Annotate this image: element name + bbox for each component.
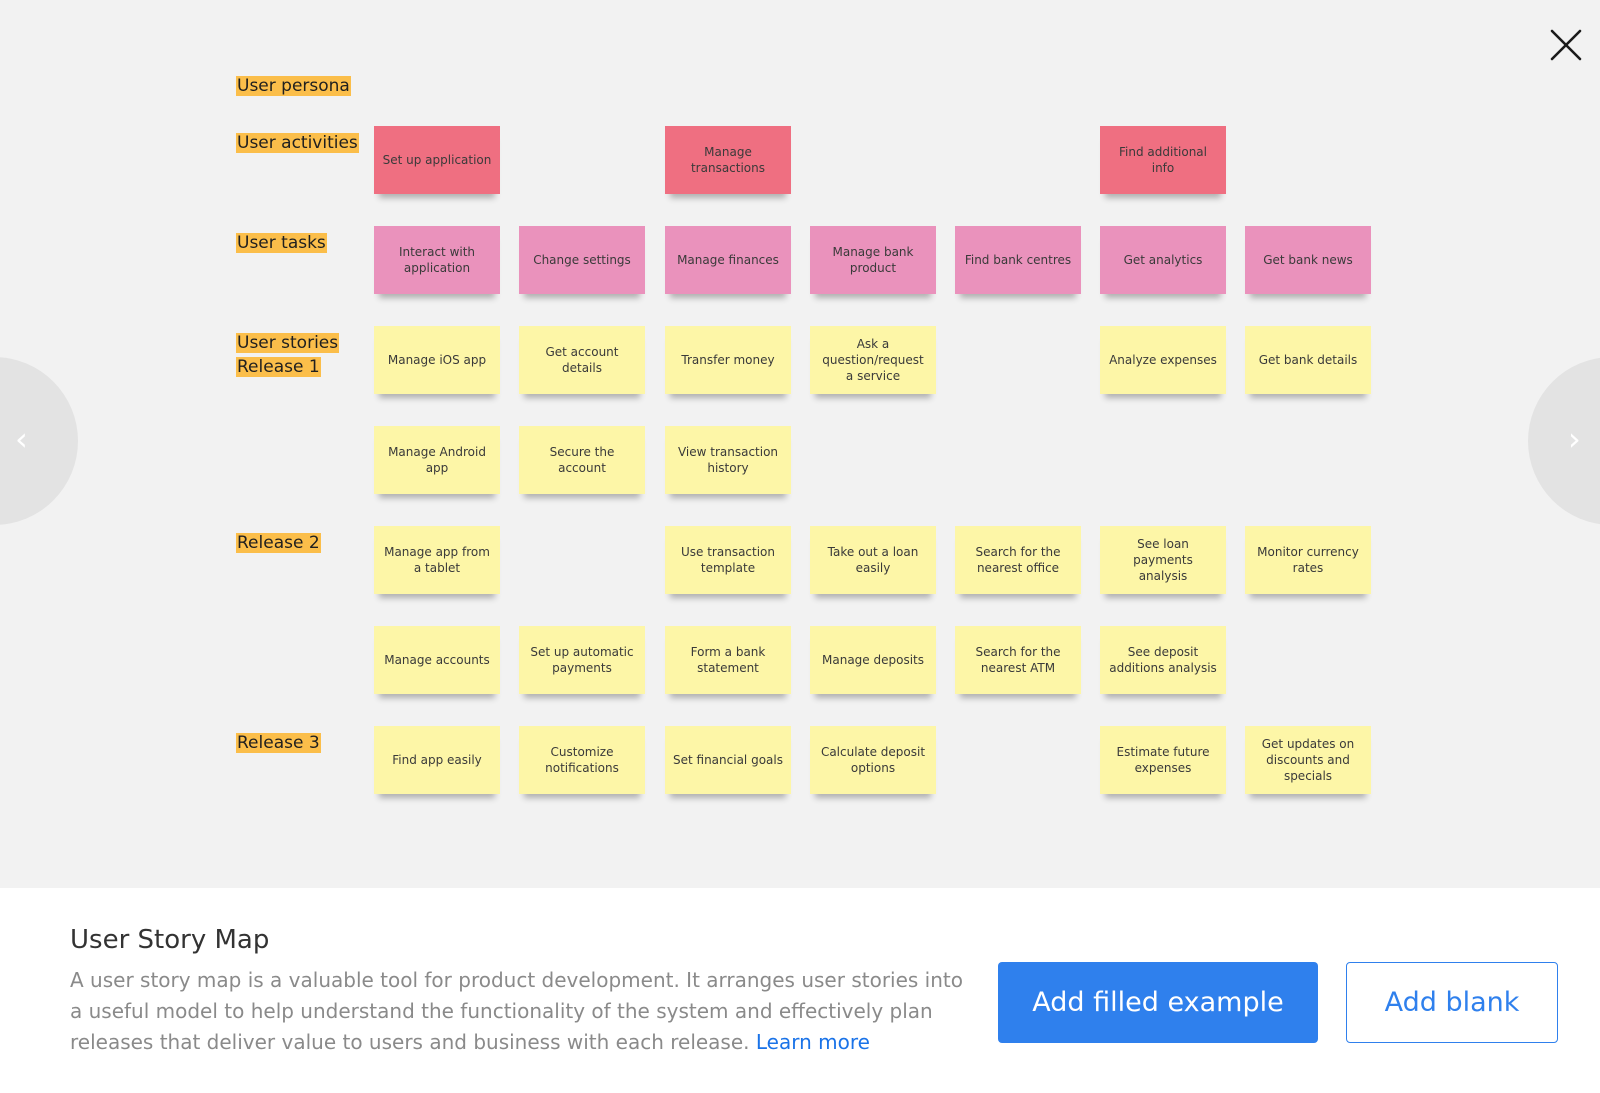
sticky-note-task: Interact with application — [374, 226, 500, 294]
sticky-note-story: Get account details — [519, 326, 645, 394]
sticky-note-activity: Set up application — [374, 126, 500, 194]
sticky-note-task: Manage finances — [665, 226, 791, 294]
template-description-text: A user story map is a valuable tool for … — [70, 968, 963, 1054]
label-user-stories: User stories — [236, 333, 340, 353]
sticky-note-task: Change settings — [519, 226, 645, 294]
sticky-note-task: Get bank news — [1245, 226, 1371, 294]
sticky-note-story: Manage iOS app — [374, 326, 500, 394]
sticky-note-story: Get bank details — [1245, 326, 1371, 394]
sticky-note-story: Take out a loan easily — [810, 526, 936, 594]
sticky-note-story: Calculate deposit options — [810, 726, 936, 794]
sticky-note-task: Find bank centres — [955, 226, 1081, 294]
sticky-note-story: Customize notifications — [519, 726, 645, 794]
sticky-note-story: Manage deposits — [810, 626, 936, 694]
sticky-note-story: Analyze expenses — [1100, 326, 1226, 394]
previous-template-button[interactable]: ‹ — [0, 357, 78, 525]
template-preview: ‹ › User persona User activities User ta… — [0, 0, 1600, 888]
sticky-note-activity: Find additional info — [1100, 126, 1226, 194]
sticky-note-story: Estimate future expenses — [1100, 726, 1226, 794]
add-filled-example-button[interactable]: Add filled example — [998, 962, 1318, 1043]
sticky-note-story: Get updates on discounts and specials — [1245, 726, 1371, 794]
sticky-note-story: See loan payments analysis — [1100, 526, 1226, 594]
close-button[interactable] — [1549, 28, 1583, 62]
learn-more-link[interactable]: Learn more — [755, 1030, 870, 1054]
sticky-note-story: Manage Android app — [374, 426, 500, 494]
label-user-tasks: User tasks — [236, 233, 327, 253]
sticky-note-story: View transaction history — [665, 426, 791, 494]
sticky-note-story: Monitor currency rates — [1245, 526, 1371, 594]
sticky-note-story: Search for the nearest office — [955, 526, 1081, 594]
label-release-2: Release 2 — [236, 533, 321, 553]
sticky-note-story: Secure the account — [519, 426, 645, 494]
template-title: User Story Map — [70, 925, 270, 955]
sticky-note-story: Manage app from a tablet — [374, 526, 500, 594]
sticky-note-story: Find app easily — [374, 726, 500, 794]
template-info-footer: User Story Map A user story map is a val… — [0, 888, 1600, 1093]
sticky-note-story: Form a bank statement — [665, 626, 791, 694]
sticky-note-story: Set up automatic payments — [519, 626, 645, 694]
chevron-left-icon: ‹ — [15, 420, 28, 458]
close-icon — [1550, 29, 1582, 61]
sticky-note-story: Transfer money — [665, 326, 791, 394]
sticky-note-story: Manage accounts — [374, 626, 500, 694]
label-release-3: Release 3 — [236, 733, 321, 753]
label-release-1: Release 1 — [236, 357, 321, 377]
label-user-persona: User persona — [236, 76, 351, 96]
next-template-button[interactable]: › — [1528, 357, 1600, 525]
sticky-note-story: See deposit additions analysis — [1100, 626, 1226, 694]
sticky-note-task: Manage bank product — [810, 226, 936, 294]
sticky-note-activity: Manage transactions — [665, 126, 791, 194]
add-blank-button[interactable]: Add blank — [1346, 962, 1558, 1043]
label-user-activities: User activities — [236, 133, 359, 153]
sticky-note-story: Search for the nearest ATM — [955, 626, 1081, 694]
sticky-note-story: Set financial goals — [665, 726, 791, 794]
template-description: A user story map is a valuable tool for … — [70, 965, 970, 1058]
sticky-note-story: Use transaction template — [665, 526, 791, 594]
sticky-note-task: Get analytics — [1100, 226, 1226, 294]
chevron-right-icon: › — [1568, 420, 1581, 458]
sticky-note-story: Ask a question/request a service — [810, 326, 936, 394]
